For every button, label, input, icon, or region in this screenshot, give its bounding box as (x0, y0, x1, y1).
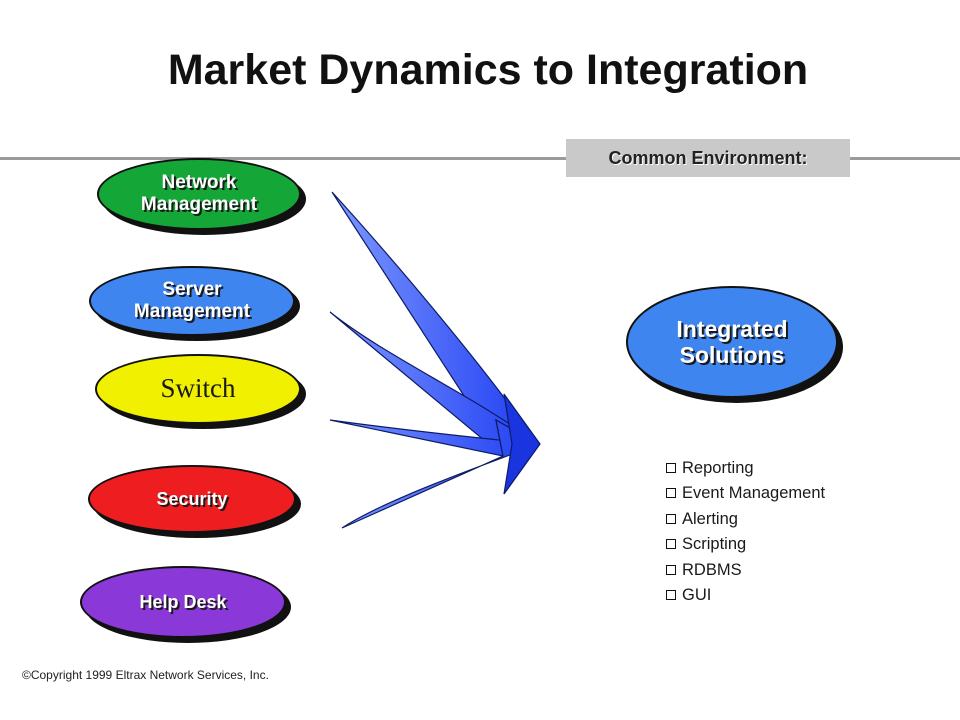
network-management-oval: Network Management (97, 158, 301, 230)
feature-label: Alerting (682, 509, 738, 528)
server-management-label: Server Management (134, 279, 250, 323)
help-desk-label: Help Desk (139, 591, 227, 612)
network-management-line1: Network (161, 172, 237, 194)
feature-list: Reporting Event Management Alerting Scri… (666, 455, 825, 608)
common-environment-label: Common Environment: (566, 139, 850, 177)
feature-label: Event Management (682, 484, 826, 503)
converging-arrows (329, 191, 541, 529)
converging-arrowhead (503, 393, 541, 495)
feature-label: Reporting (682, 458, 754, 477)
square-bullet-icon (666, 590, 676, 601)
copyright-notice: ©Copyright 1999 Eltrax Network Services,… (22, 668, 269, 682)
list-item: RDBMS (666, 557, 825, 583)
horizontal-rule (0, 157, 960, 160)
list-item: Alerting (666, 506, 825, 532)
integrated-solutions-oval: Integrated Solutions (626, 286, 838, 398)
feature-label: RDBMS (682, 560, 742, 579)
feature-label: Scripting (682, 535, 747, 554)
server-management-line2: Management (133, 301, 251, 322)
square-bullet-icon (666, 513, 676, 524)
server-management-line1: Server (162, 279, 222, 301)
security-oval: Security (88, 465, 296, 533)
square-bullet-icon (666, 462, 676, 473)
square-bullet-icon (666, 564, 676, 575)
network-management-label: Network Management (141, 172, 257, 216)
security-label: Security (156, 488, 228, 509)
list-item: Scripting (666, 532, 825, 558)
slide-title: Market Dynamics to Integration (167, 46, 809, 94)
square-bullet-icon (666, 488, 676, 499)
integrated-solutions-line1: Integrated (676, 315, 788, 342)
server-management-oval: Server Management (89, 266, 295, 336)
integrated-solutions-line2: Solutions (679, 342, 785, 368)
help-desk-oval: Help Desk (80, 566, 286, 638)
list-item: Reporting (666, 455, 825, 481)
feature-label: GUI (682, 586, 712, 605)
list-item: GUI (666, 583, 825, 609)
switch-label: Switch (160, 373, 236, 404)
network-management-line2: Management (140, 194, 258, 215)
list-item: Event Management (666, 481, 825, 507)
integrated-solutions-label: Integrated Solutions (676, 316, 787, 369)
switch-oval: Switch (95, 354, 301, 424)
square-bullet-icon (666, 539, 676, 550)
